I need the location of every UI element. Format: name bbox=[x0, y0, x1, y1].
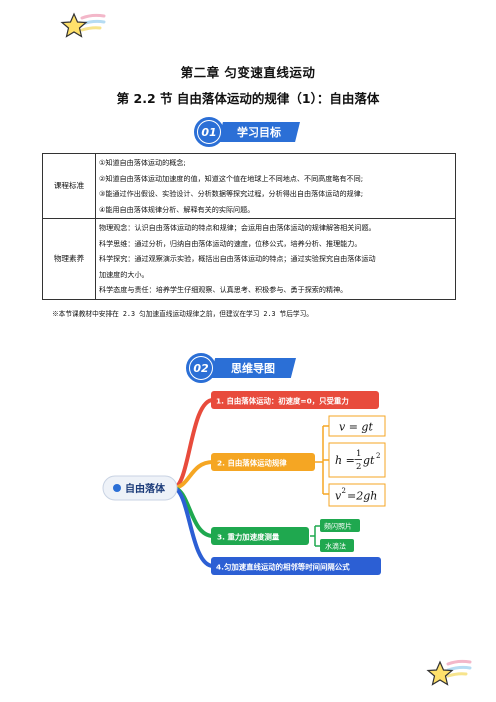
svg-text:2: 2 bbox=[342, 487, 346, 495]
svg-text:1: 1 bbox=[356, 449, 361, 459]
svg-text:自由落体: 自由落体 bbox=[125, 482, 166, 495]
section-number-badge: 01 bbox=[194, 117, 224, 147]
table-row: 课程标准 ①知道自由落体运动的概念; ②知道自由落体运动加速度的值，知道这个值在… bbox=[42, 153, 456, 219]
svg-text:=2gh: =2gh bbox=[347, 490, 377, 503]
footnote: ※本节课教材中安排在 2.3 匀加速直线运动规律之前，但建议在学习 2.3 节后… bbox=[52, 310, 313, 318]
row-header: 物理素养 bbox=[42, 218, 96, 300]
section-header-mindmap: 思维导图 02 bbox=[186, 353, 296, 383]
method-strobe-photo: 频闪照片 bbox=[320, 519, 360, 532]
branch-1: 1. 自由落体运动：初速度=0，只受重力 bbox=[211, 391, 379, 409]
mind-map-root: 自由落体 bbox=[102, 475, 178, 501]
formula-displacement: h = 1 2 gt 2 bbox=[328, 442, 386, 478]
chapter-title: 第二章 匀变速直线运动 bbox=[180, 65, 316, 80]
formula-velocity-squared: v 2 =2gh bbox=[328, 483, 386, 507]
section-header-goals: 学习目标 01 bbox=[194, 117, 304, 147]
svg-text:v = gt: v = gt bbox=[339, 421, 373, 434]
svg-text:h =: h = bbox=[335, 454, 355, 467]
star-icon bbox=[60, 12, 106, 38]
branch-4: 4.匀加速直线运动的相邻等时间间隔公式 bbox=[211, 557, 381, 575]
mind-map: 自由落体 1. 自由落体运动：初速度=0，只受重力 2. 自由落体运动规律 v … bbox=[102, 391, 386, 575]
branch-2: 2. 自由落体运动规律 bbox=[211, 453, 315, 471]
section-label: 思维导图 bbox=[210, 358, 296, 378]
svg-text:频闪照片: 频闪照片 bbox=[324, 522, 352, 531]
row-header: 课程标准 bbox=[42, 153, 96, 219]
section-label: 学习目标 bbox=[218, 122, 300, 142]
svg-text:水滴法: 水滴法 bbox=[325, 542, 346, 551]
svg-text:1. 自由落体运动：初速度=0，只受重力: 1. 自由落体运动：初速度=0，只受重力 bbox=[216, 397, 349, 406]
row-content: ①知道自由落体运动的概念; ②知道自由落体运动加速度的值，知道这个值在地球上不同… bbox=[95, 153, 456, 219]
svg-text:4.匀加速直线运动的相邻等时间间隔公式: 4.匀加速直线运动的相邻等时间间隔公式 bbox=[216, 563, 350, 572]
svg-text:3. 重力加速度测量: 3. 重力加速度测量 bbox=[217, 533, 280, 542]
svg-text:2: 2 bbox=[376, 452, 380, 460]
svg-text:2: 2 bbox=[356, 462, 361, 472]
star-icon bbox=[426, 659, 472, 686]
formula-velocity: v = gt bbox=[328, 415, 386, 437]
branch-3: 3. 重力加速度测量 bbox=[211, 527, 309, 545]
svg-text:v: v bbox=[335, 490, 342, 503]
method-water-drop: 水滴法 bbox=[320, 539, 354, 552]
section-title: 第 2.2 节 自由落体运动的规律（1）：自由落体 bbox=[116, 91, 380, 106]
section-number-badge: 02 bbox=[186, 353, 216, 383]
svg-text:gt: gt bbox=[363, 454, 375, 467]
svg-text:2. 自由落体运动规律: 2. 自由落体运动规律 bbox=[217, 459, 287, 468]
table-row: 物理素养 物理观念：认识自由落体运动的特点和规律；会运用自由落体运动的规律解答相… bbox=[42, 218, 456, 300]
goals-table: 课程标准 ①知道自由落体运动的概念; ②知道自由落体运动加速度的值，知道这个值在… bbox=[42, 153, 456, 300]
row-content: 物理观念：认识自由落体运动的特点和规律；会运用自由落体运动的规律解答相关问题。 … bbox=[95, 218, 456, 300]
